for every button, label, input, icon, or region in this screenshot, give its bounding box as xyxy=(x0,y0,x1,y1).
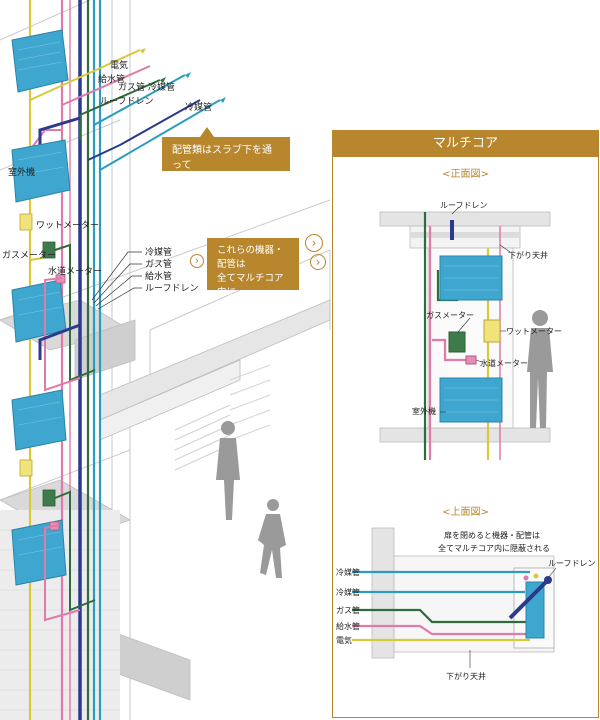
arrow-right-icon: › xyxy=(190,254,204,268)
front-view-drawing: ルーフドレン 下がり天井 ガスメーター ワットメーター 水道メーター 室外機 xyxy=(379,201,562,460)
isometric-building: 電気 給水管 ガス管 冷媒管 ルーフドレン 冷媒管 xyxy=(0,0,331,720)
top-label-electric: 電気 xyxy=(336,635,352,645)
iso-label-outdoor-unit: 室外機 xyxy=(8,166,35,178)
iso-label-mid-refrigerant: 冷媒管 xyxy=(145,246,172,258)
top-label-roof-drain: ルーフドレン xyxy=(548,559,596,568)
callout-slab-piping: 配管類はスラブ下を通って 住戸内に引き込まれている xyxy=(162,127,290,201)
arrow-right-icon: › xyxy=(305,234,323,252)
front-label-water-meter: 水道メーター xyxy=(480,358,528,368)
callout-multicore-line-1: これらの機器・配管は xyxy=(217,245,284,270)
iso-label-refrigerant-2: 冷媒管 xyxy=(185,101,212,113)
iso-label-refrigerant-1: 冷媒管 xyxy=(148,81,175,93)
iso-label-mid-gas: ガス管 xyxy=(145,258,172,270)
top-label-water-supply: 給水管 xyxy=(336,621,360,631)
iso-label-roof-drain: ルーフドレン xyxy=(100,97,153,107)
callout-multicore-line-3: 格納されている xyxy=(217,301,284,312)
iso-label-electric: 電気 xyxy=(110,59,128,71)
top-label-refrigerant-1: 冷媒管 xyxy=(336,567,360,577)
callout-multicore-storage: これらの機器・配管は 全てマルチコア内に 格納されている › xyxy=(207,234,323,312)
arrow-right-icon: › xyxy=(310,254,326,270)
iso-label-water-meter: 水道メーター xyxy=(48,265,102,277)
callout-slab-piping-line-2: 住戸内に引き込まれている xyxy=(172,175,272,201)
callout-multicore-line-2: 全てマルチコア内に xyxy=(217,273,284,298)
top-label-refrigerant-2: 冷媒管 xyxy=(336,587,360,597)
iso-label-mid-roof-drain: ルーフドレン xyxy=(145,284,198,294)
front-label-outdoor-unit: 室外機 xyxy=(412,406,436,416)
front-label-lowered-ceiling: 下がり天井 xyxy=(508,250,548,260)
front-label-watt-meter: ワットメーター xyxy=(506,327,562,336)
iso-label-mid-water: 給水管 xyxy=(145,270,172,282)
top-note-line-1: 扉を閉めると機器・配管は xyxy=(444,530,540,540)
top-view-drawing: 扉を閉めると機器・配管は 全てマルチコア内に隠蔽される ルーフドレン 下がり天井… xyxy=(336,527,596,681)
iso-label-gas-meter: ガスメーター xyxy=(2,250,56,261)
top-label-gas: ガス管 xyxy=(336,605,360,615)
iso-label-gas: ガス管 xyxy=(118,81,145,93)
top-label-lowered-ceiling: 下がり天井 xyxy=(446,671,486,681)
front-label-roof-drain: ルーフドレン xyxy=(440,201,488,210)
top-note-line-2: 全てマルチコア内に隠蔽される xyxy=(438,543,550,553)
callout-slab-piping-line-1: 配管類はスラブ下を通って xyxy=(172,145,272,171)
iso-label-water-supply: 給水管 xyxy=(98,73,125,85)
iso-label-watt-meter: ワットメーター xyxy=(36,220,99,231)
front-view-person-icon xyxy=(527,310,553,428)
front-label-gas-meter: ガスメーター xyxy=(426,310,474,320)
callout-pointer xyxy=(200,127,214,137)
person-silhouette-icon xyxy=(216,421,286,578)
